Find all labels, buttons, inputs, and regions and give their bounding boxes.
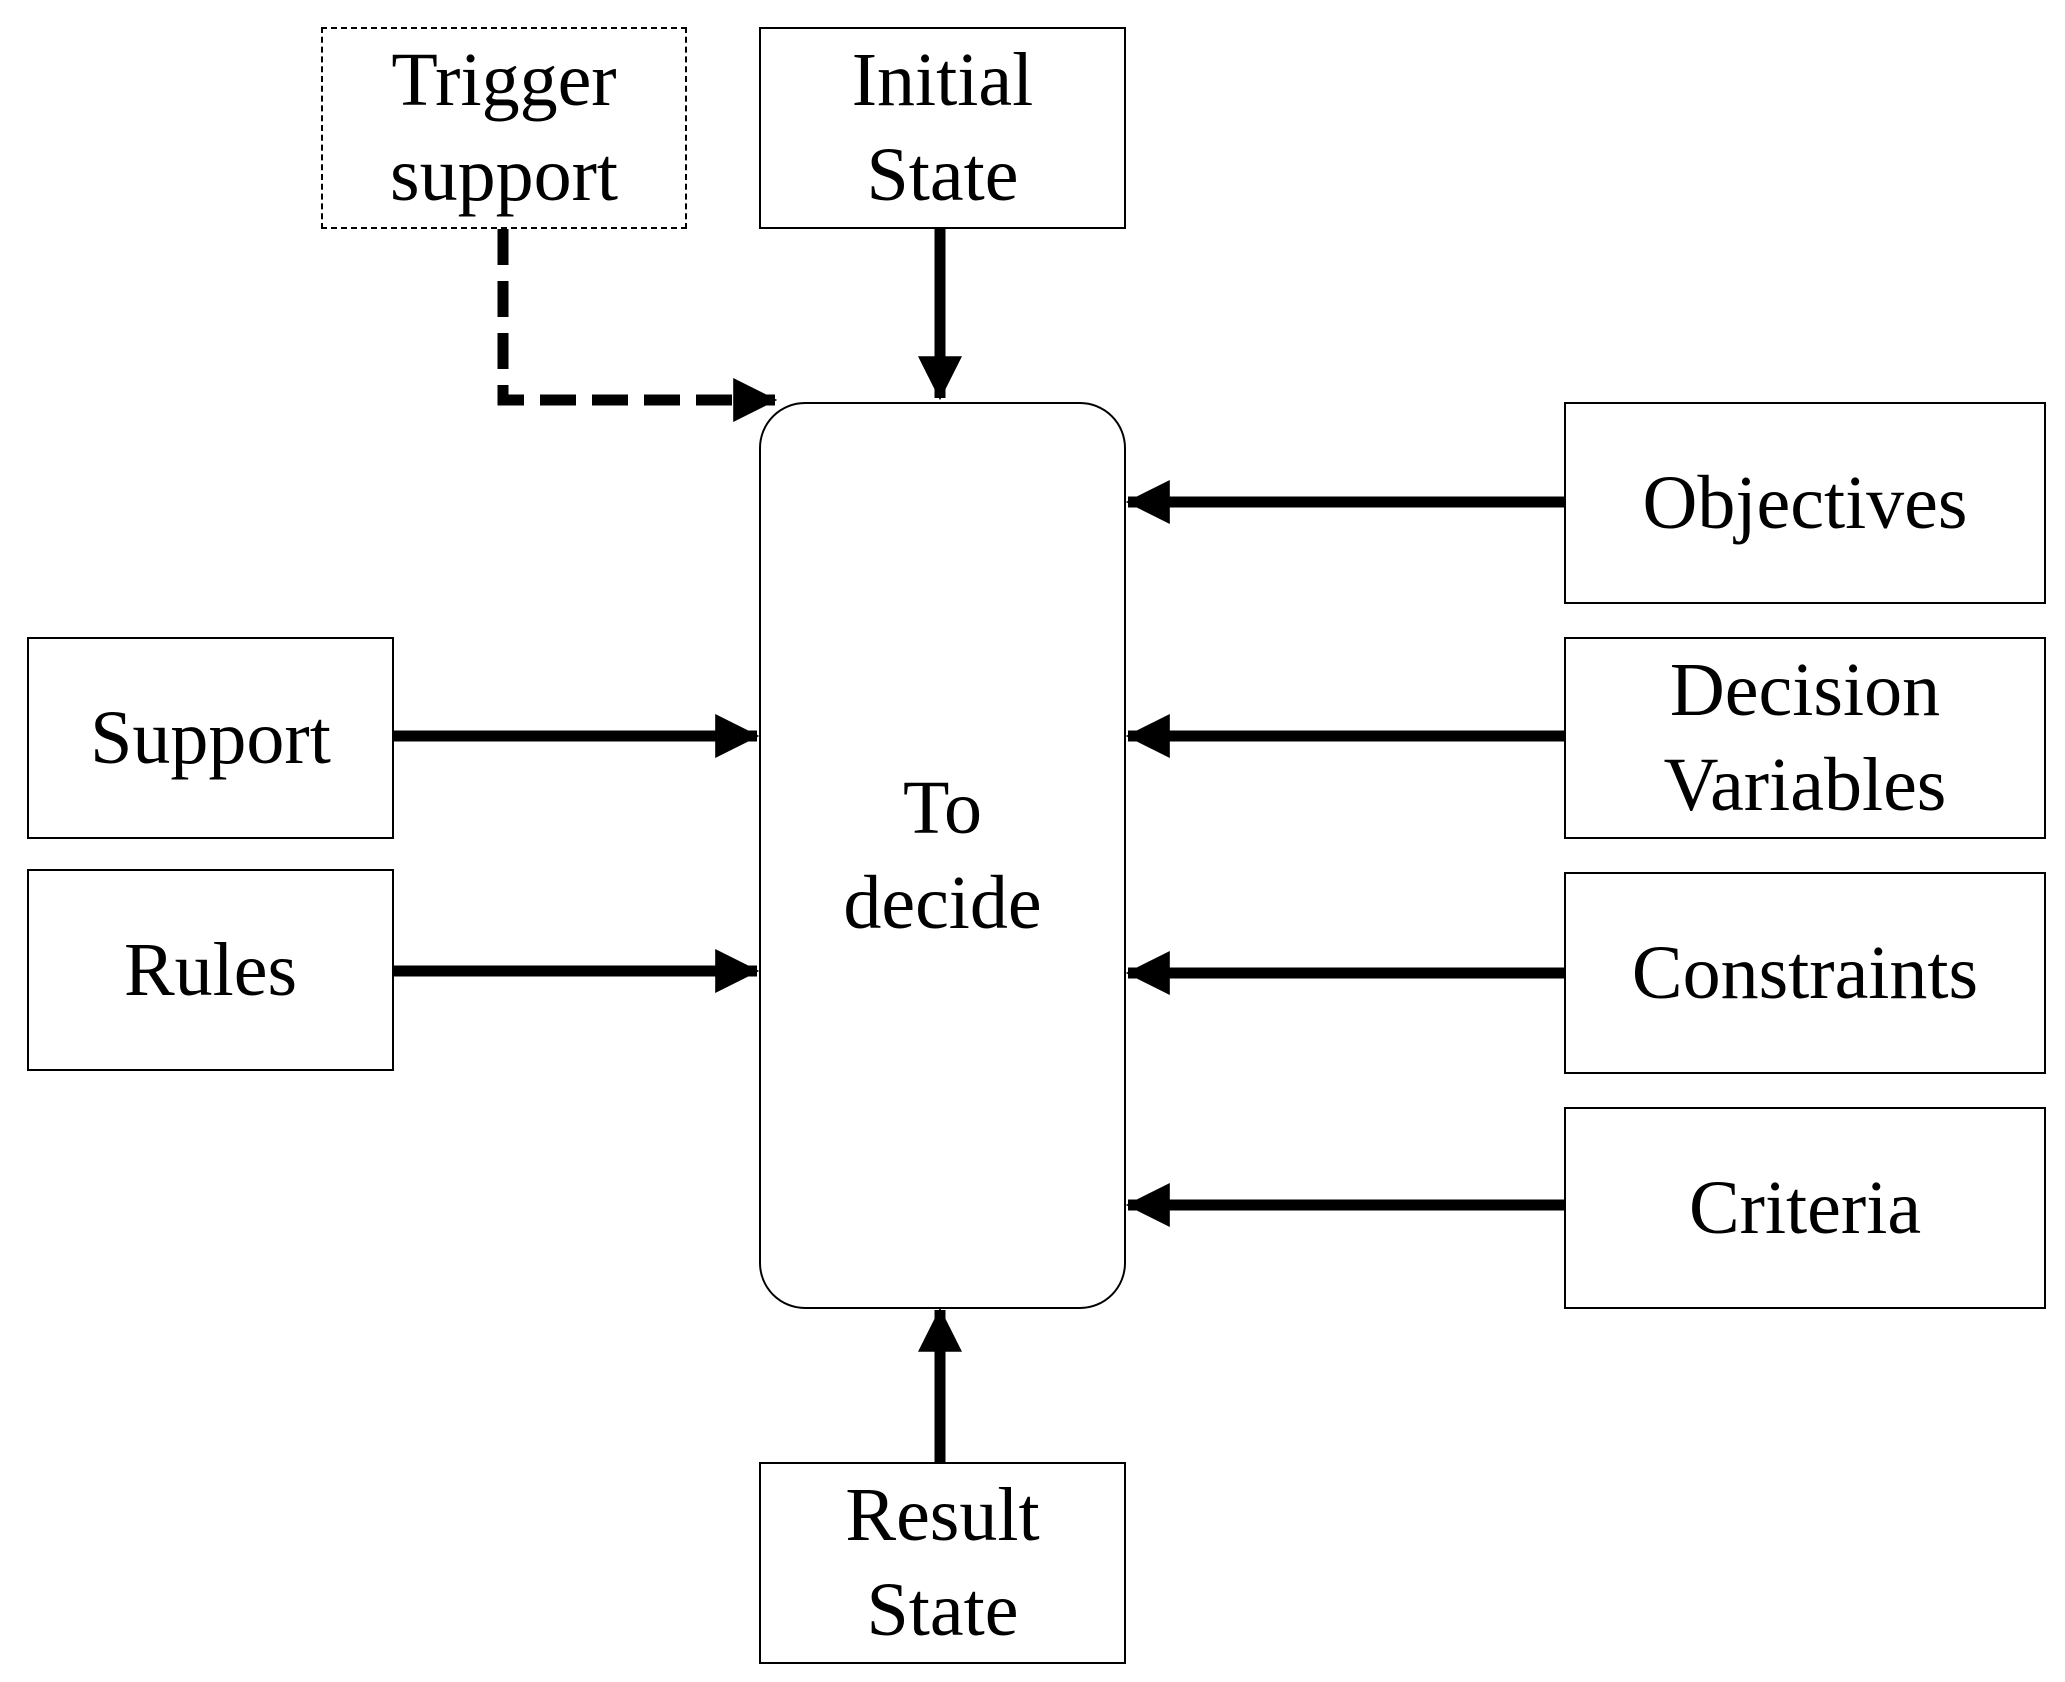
initial-state-line2: State — [866, 133, 1019, 217]
trigger-support-line2: support — [390, 133, 618, 217]
objectives-label: Objectives — [1642, 460, 1968, 545]
constraints-label: Constraints — [1631, 930, 1979, 1015]
decision-variables-box: Decision Variables — [1564, 637, 2046, 839]
to-decide-line1: To — [902, 765, 983, 850]
constraints-box: Constraints — [1564, 872, 2046, 1074]
support-box: Support — [27, 637, 394, 839]
trigger-support-box: Trigger support — [321, 27, 687, 229]
decision-variables-line2: Variables — [1663, 743, 1947, 827]
objectives-box: Objectives — [1564, 402, 2046, 604]
decision-variables-line1: Decision — [1669, 648, 1941, 732]
arrow-trigger-support — [497, 229, 778, 422]
initial-state-line1: Initial — [851, 38, 1034, 122]
rules-box: Rules — [27, 869, 394, 1071]
result-state-line2: State — [866, 1568, 1019, 1652]
criteria-label: Criteria — [1688, 1165, 1922, 1250]
result-state-line1: Result — [845, 1473, 1040, 1557]
to-decide-line2: decide — [843, 860, 1042, 945]
criteria-box: Criteria — [1564, 1107, 2046, 1309]
to-decide-box: To decide — [759, 402, 1126, 1309]
initial-state-box: Initial State — [759, 27, 1126, 229]
rules-label: Rules — [123, 927, 298, 1012]
trigger-support-line1: Trigger — [391, 38, 617, 122]
result-state-box: Result State — [759, 1462, 1126, 1664]
support-label: Support — [90, 695, 331, 780]
